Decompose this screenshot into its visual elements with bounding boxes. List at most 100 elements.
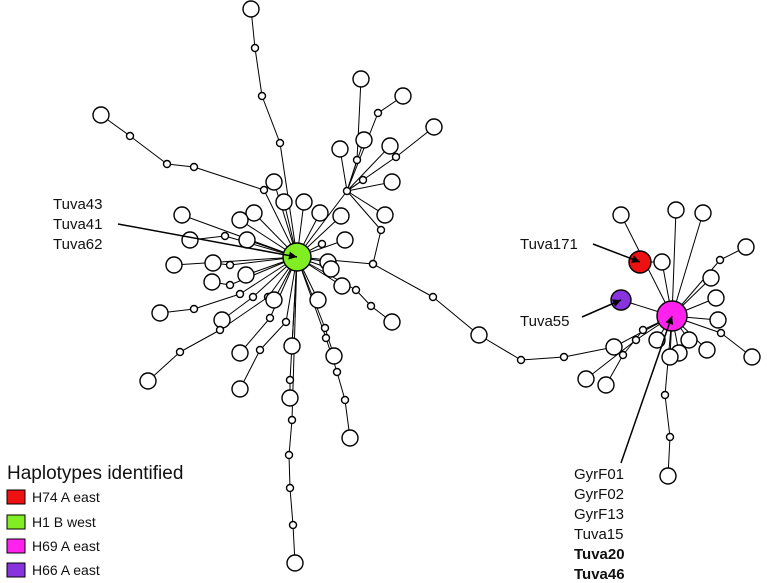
- label-gyrf13: GyrF13: [574, 506, 624, 523]
- green-spoke-2-node: [275, 193, 293, 211]
- green-spoke-21-node: [283, 337, 301, 355]
- green-spoke-20-edge: [259, 321, 287, 351]
- junction-spoke-3-node: [373, 108, 383, 118]
- junction-spoke-5-edge: [346, 145, 391, 192]
- green-spoke-1-node: [250, 43, 260, 53]
- green-spoke-1-edge: [261, 95, 281, 144]
- magenta-spoke-10-node: [680, 331, 698, 349]
- bridge-edge: [432, 296, 480, 336]
- green-spoke-19-node: [265, 313, 275, 323]
- label-magenta-group: GyrF01 GyrF02 GyrF13 Tuva15 Tuva20 Tuva4…: [574, 466, 625, 583]
- magenta-spoke-14-node: [660, 390, 670, 400]
- junction-spoke-9-edge: [346, 190, 382, 231]
- green-spoke-22-node: [281, 389, 299, 407]
- magenta-spoke-12-node: [661, 348, 679, 366]
- green-spoke-0-node: [162, 159, 172, 169]
- bridge-node: [605, 338, 623, 356]
- magenta-spoke-9-node: [698, 341, 716, 359]
- green-spoke-6-node: [245, 204, 263, 222]
- bridge-node: [516, 355, 526, 365]
- junction-spoke-0-edge: [356, 78, 362, 161]
- label-tuva171: Tuva171: [520, 236, 578, 253]
- magenta-spoke-14-node: [665, 432, 675, 442]
- magenta-spoke-13-node: [648, 331, 666, 349]
- green-spoke-23-node: [287, 415, 297, 425]
- label-gyrf01: GyrF01: [574, 466, 624, 483]
- bridge-node: [559, 352, 569, 362]
- junction-spoke-0-node: [352, 155, 362, 165]
- legend-swatch-h66: [6, 562, 26, 578]
- green-spoke-1-node: [275, 138, 285, 148]
- green-spoke-26-edge: [336, 371, 346, 401]
- green-spoke-0-node: [189, 162, 199, 172]
- green-spoke-33-node: [351, 285, 361, 295]
- green-spoke-32-node: [317, 239, 327, 249]
- label-tuva20: Tuva20: [574, 546, 625, 563]
- green-spoke-11-node: [165, 256, 183, 274]
- green-spoke-18-node: [265, 291, 283, 309]
- legend-label-h69: H69 A east: [32, 538, 100, 554]
- junction-spoke-1-edge: [346, 139, 365, 192]
- junction-spoke-5-node: [381, 137, 399, 155]
- label-tuva55: Tuva55: [520, 313, 569, 330]
- green-spoke-30-node: [332, 207, 350, 225]
- magenta-spoke-5-node: [702, 269, 720, 287]
- green-spoke-8-node: [173, 206, 191, 224]
- green-spoke-13-node: [237, 266, 255, 284]
- bridge-edge: [372, 263, 434, 298]
- junction-spoke-2-node: [331, 140, 349, 158]
- green-spoke-16-node: [248, 292, 258, 302]
- label-tuva43: Tuva43: [53, 196, 102, 213]
- magenta-spoke-3-node: [612, 206, 630, 224]
- green-spoke-22-node: [285, 375, 295, 385]
- green-spoke-23-node: [284, 450, 294, 460]
- legend-title: Haplotypes identified: [7, 463, 183, 484]
- magenta-spoke-15-node: [638, 325, 648, 335]
- junction-node: [342, 186, 352, 196]
- magenta-spoke-0-node: [653, 253, 671, 271]
- green-spoke-5-node: [265, 173, 283, 191]
- pointer-red: [592, 243, 641, 263]
- magenta-spoke-16-edge: [585, 339, 637, 380]
- junction-spoke-4-node: [425, 118, 443, 136]
- junction-spoke-7-node: [358, 175, 368, 185]
- magenta-spoke-7-node: [709, 311, 727, 329]
- junction-spoke-3-node: [394, 87, 412, 105]
- green-spoke-26-node: [321, 333, 331, 343]
- green-spoke-3-node: [295, 193, 313, 211]
- green-spoke-17-node: [139, 372, 157, 390]
- label-tuva41: Tuva41: [53, 216, 102, 233]
- bridge-node: [428, 292, 438, 302]
- label-tuva46: Tuva46: [574, 566, 625, 583]
- magenta-spoke-8-node: [716, 328, 726, 338]
- magenta-spoke-16-node: [631, 335, 641, 345]
- pointer-magenta: [620, 315, 673, 464]
- legend-label-h1: H1 B west: [32, 514, 96, 530]
- green-spoke-15-node: [189, 304, 199, 314]
- pointer-purple-head: [612, 299, 621, 307]
- junction-spoke-3-edge: [346, 112, 379, 192]
- pointer-green-head: [288, 251, 297, 260]
- legend-swatch-h74: [6, 489, 26, 505]
- junction-spoke-4-node: [391, 152, 401, 162]
- green-spoke-20-node: [281, 317, 291, 327]
- green-spoke-17-node: [175, 347, 185, 357]
- magenta-spoke-1-edge: [671, 209, 677, 317]
- green-spoke-12-node: [204, 254, 222, 272]
- pointer-red-head: [631, 255, 640, 263]
- green-spoke-15-node: [151, 304, 169, 322]
- label-gyrf02: GyrF02: [574, 486, 624, 503]
- green-spoke-9-node: [238, 231, 256, 249]
- green-spoke-1-node: [257, 91, 267, 101]
- magenta-spoke-16-node: [577, 370, 595, 388]
- green-spoke-0-edge: [129, 135, 168, 165]
- green-spoke-1-node: [242, 0, 260, 18]
- green-spoke-0-edge: [166, 163, 195, 168]
- green-spoke-20-node: [255, 345, 265, 355]
- legend-label-h74: H74 A east: [32, 489, 100, 505]
- magenta-spoke-15-node: [597, 376, 615, 394]
- green-spoke-10-node: [181, 231, 199, 249]
- green-spoke-17-edge: [179, 329, 221, 353]
- green-spoke-15-node: [235, 289, 245, 299]
